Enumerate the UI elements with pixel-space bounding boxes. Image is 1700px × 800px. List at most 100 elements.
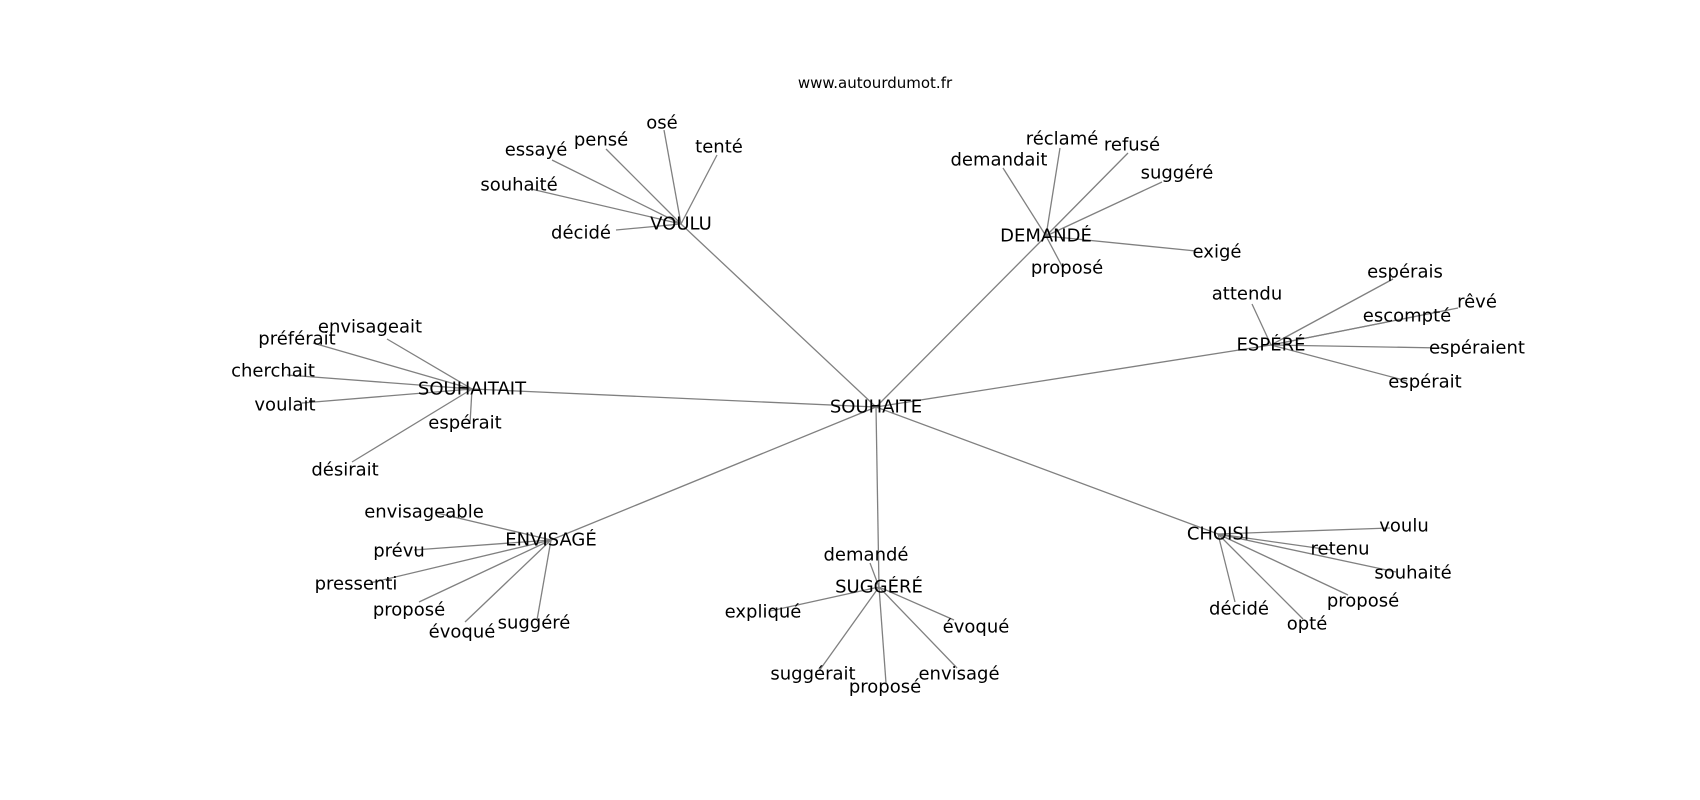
- edge-center-to-hub: [875, 406, 880, 588]
- edge-hub-to-leaf: [1045, 147, 1061, 237]
- leaf-word[interactable]: pressenti: [315, 574, 398, 595]
- leaf-word[interactable]: évoqué: [943, 617, 1010, 638]
- leaf-word[interactable]: espérait: [1388, 372, 1461, 393]
- leaf-word[interactable]: prévu: [373, 541, 425, 562]
- leaf-word[interactable]: envisageait: [318, 317, 422, 338]
- edge-hub-to-leaf: [1270, 344, 1443, 349]
- edge-hub-to-leaf: [369, 539, 552, 584]
- edge-hub-to-leaf: [1217, 533, 1397, 573]
- edge-hub-to-leaf: [1045, 152, 1129, 237]
- hub-word[interactable]: ESPÉRÉ: [1237, 334, 1306, 356]
- edge-hub-to-leaf: [1217, 527, 1391, 535]
- leaf-word[interactable]: envisageable: [364, 502, 484, 523]
- leaf-word[interactable]: proposé: [1327, 591, 1399, 612]
- leaf-word[interactable]: tenté: [695, 137, 743, 158]
- hub-word[interactable]: SOUHAITAIT: [418, 379, 527, 400]
- leaf-word[interactable]: désirait: [311, 460, 378, 481]
- edge-hub-to-leaf: [1217, 533, 1236, 603]
- hub-word[interactable]: ENVISAGÉ: [505, 529, 597, 551]
- edge-hub-to-leaf: [386, 338, 473, 390]
- edge-hub-to-leaf: [680, 154, 718, 225]
- leaf-word[interactable]: rêvé: [1457, 292, 1497, 313]
- hub-word[interactable]: SUGGÉRÉ: [835, 576, 923, 598]
- edge-hub-to-leaf: [1270, 278, 1394, 346]
- leaf-word[interactable]: suggéré: [1141, 163, 1214, 184]
- leaf-word[interactable]: évoqué: [429, 622, 496, 643]
- leaf-word[interactable]: opté: [1287, 614, 1328, 635]
- leaf-word[interactable]: demandé: [824, 545, 909, 566]
- edge-hub-to-leaf: [536, 539, 552, 621]
- edge-hub-to-leaf: [769, 586, 880, 612]
- leaf-word[interactable]: espéraient: [1429, 338, 1525, 359]
- leaf-word[interactable]: refusé: [1104, 135, 1160, 156]
- leaf-word[interactable]: expliqué: [725, 602, 802, 623]
- leaf-word[interactable]: décidé: [1209, 599, 1269, 620]
- edge-hub-to-leaf: [1270, 321, 1388, 346]
- leaf-word[interactable]: envisagé: [918, 664, 999, 685]
- edge-hub-to-leaf: [312, 342, 473, 390]
- edge-hub-to-leaf: [1045, 235, 1197, 252]
- hub-word[interactable]: CHOISI: [1187, 524, 1249, 545]
- graph-labels: SOUHAITE VOULU essayé pensé osé tenté souhaité…: [231, 113, 1525, 698]
- edge-hub-to-leaf: [1217, 533, 1304, 620]
- leaf-word[interactable]: suggéré: [498, 613, 571, 634]
- edge-hub-to-leaf: [878, 586, 958, 669]
- edge-hub-to-leaf: [436, 512, 552, 541]
- leaf-word[interactable]: souhaité: [1374, 563, 1451, 584]
- edge-hub-to-leaf: [469, 388, 473, 425]
- leaf-word[interactable]: demandait: [951, 150, 1048, 171]
- edge-hub-to-leaf: [530, 188, 682, 225]
- edge-hub-to-leaf: [878, 586, 955, 621]
- leaf-word[interactable]: essayé: [505, 140, 568, 161]
- leaf-word[interactable]: espérais: [1367, 262, 1443, 283]
- leaf-word[interactable]: exigé: [1193, 242, 1242, 263]
- edge-hub-to-leaf: [351, 388, 473, 463]
- edge-hub-to-leaf: [605, 148, 682, 225]
- graph-edges: [286, 129, 1459, 684]
- edge-center-to-hub: [550, 406, 877, 541]
- leaf-word[interactable]: attendu: [1212, 284, 1282, 305]
- leaf-word[interactable]: suggérait: [770, 664, 855, 685]
- edge-hub-to-leaf: [1045, 235, 1064, 269]
- edge-hub-to-leaf: [418, 539, 552, 603]
- site-header: www.autourdumot.fr: [798, 74, 953, 92]
- leaf-word[interactable]: espérait: [428, 413, 501, 434]
- edge-hub-to-leaf: [1045, 181, 1163, 237]
- edge-hub-to-leaf: [1217, 533, 1349, 596]
- leaf-word[interactable]: réclamé: [1026, 129, 1099, 150]
- edge-center-to-hub: [875, 406, 1219, 535]
- edge-hub-to-leaf: [869, 562, 880, 588]
- leaf-word[interactable]: proposé: [849, 677, 921, 698]
- leaf-word[interactable]: voulait: [254, 395, 315, 416]
- edge-hub-to-leaf: [1270, 344, 1408, 382]
- leaf-word[interactable]: proposé: [373, 600, 445, 621]
- edge-center-to-hub: [680, 223, 877, 408]
- edge-center-to-hub: [875, 235, 1047, 408]
- leaf-word[interactable]: proposé: [1031, 258, 1103, 279]
- edge-hub-to-leaf: [818, 586, 880, 672]
- leaf-word[interactable]: osé: [646, 113, 677, 134]
- hub-word[interactable]: VOULU: [650, 214, 712, 235]
- leaf-word[interactable]: cherchait: [231, 361, 315, 382]
- edge-hub-to-leaf: [878, 586, 887, 684]
- hub-word[interactable]: DEMANDÉ: [1000, 225, 1092, 247]
- edge-center-to-hub: [471, 388, 877, 408]
- edge-hub-to-leaf: [301, 388, 473, 404]
- leaf-word[interactable]: voulu: [1379, 516, 1428, 537]
- leaf-word[interactable]: escompté: [1363, 306, 1451, 327]
- edge-hub-to-leaf: [1002, 167, 1047, 237]
- edge-hub-to-leaf: [413, 539, 552, 551]
- edge-hub-to-leaf: [615, 223, 682, 231]
- edge-hub-to-leaf: [464, 539, 552, 623]
- edge-hub-to-leaf: [1217, 533, 1332, 551]
- leaf-word[interactable]: retenu: [1310, 539, 1369, 560]
- leaf-word[interactable]: décidé: [551, 223, 611, 244]
- edge-center-to-hub: [875, 344, 1272, 408]
- edge-hub-to-leaf: [663, 129, 682, 225]
- center-word[interactable]: SOUHAITE: [830, 397, 922, 418]
- edge-hub-to-leaf: [286, 374, 473, 390]
- leaf-word[interactable]: souhaité: [480, 175, 557, 196]
- leaf-word[interactable]: pensé: [574, 130, 628, 151]
- leaf-word[interactable]: préférait: [258, 329, 335, 350]
